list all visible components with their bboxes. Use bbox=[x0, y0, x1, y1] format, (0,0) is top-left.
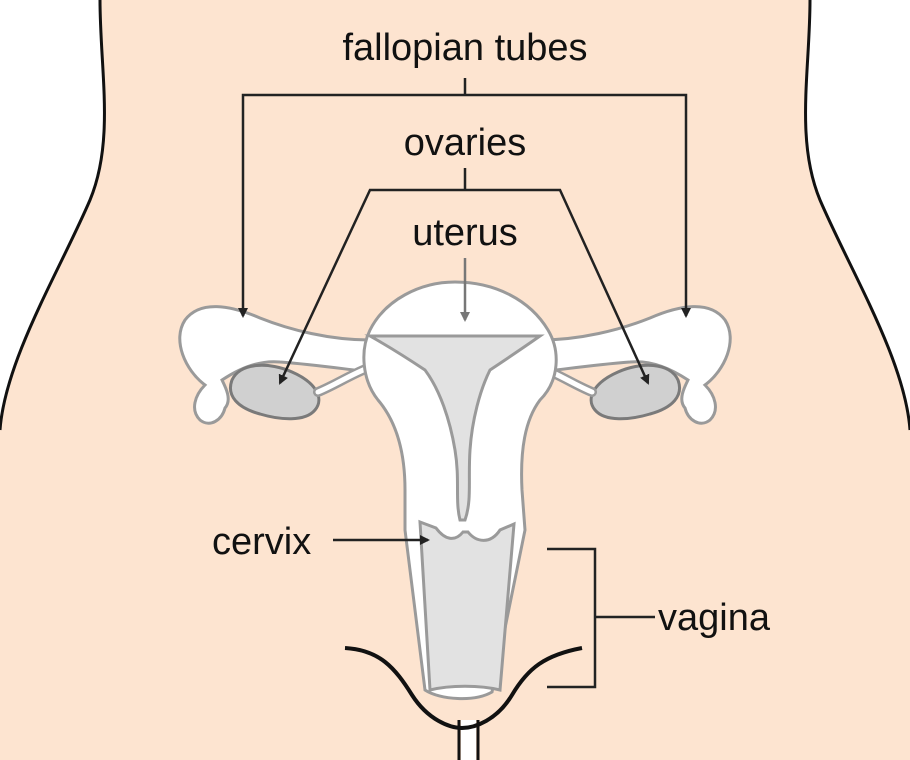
label-uterus: uterus bbox=[412, 212, 518, 254]
label-cervix: cervix bbox=[212, 521, 311, 563]
label-ovaries: ovaries bbox=[404, 122, 527, 164]
vaginal-canal bbox=[420, 522, 514, 690]
label-vagina: vagina bbox=[658, 597, 771, 639]
label-fallopian-tubes: fallopian tubes bbox=[342, 27, 587, 69]
